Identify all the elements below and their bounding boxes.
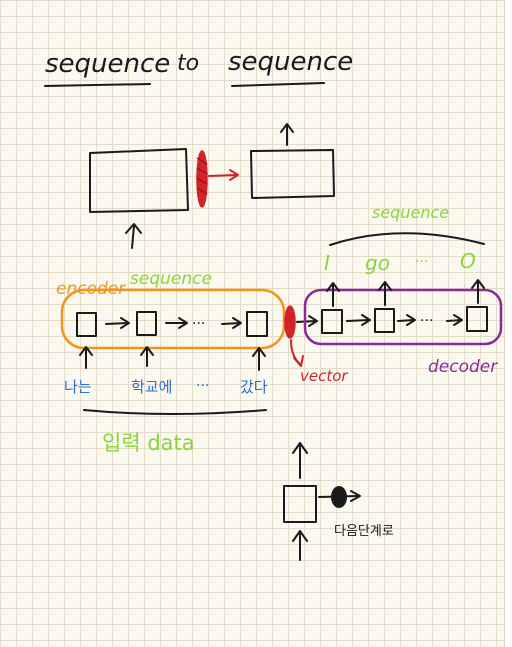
input-arrow-2-head [140,346,154,356]
input-brace [83,409,267,415]
decoder-link-3 [446,319,462,322]
decoder-link-3-head [453,314,463,326]
encoder-cell-2 [136,311,157,336]
encoder-ellipsis: ··· [192,316,205,332]
output-sequence-label: sequence [372,203,449,222]
encoder-input-arrowhead [125,223,142,234]
encoder-block [89,148,189,213]
decoder-block [250,149,335,199]
rnn-cell [283,485,317,523]
title-underline-right [231,82,325,87]
decoder-out-arrow-1-head [326,282,340,292]
next-step-label: 다음단계로 [334,524,394,539]
decoder-link-1 [346,319,370,322]
decoder-link-2 [397,319,415,322]
title-word-sequence-left: sequence [45,49,170,79]
context-vector [284,305,296,339]
encoder-link-2-head [178,317,188,329]
vector-to-decoder-arrowhead [229,169,239,181]
hidden-state-arrowhead [350,490,361,502]
encoder-link-1-head [120,317,130,329]
decoder-token-ellipsis: ··· [415,254,428,270]
encoder-cell-1 [76,312,97,337]
encoder-cell-last [246,311,268,337]
input-data-label: 입력 data [102,431,195,455]
decoder-outline [303,288,503,346]
encoder-link-3-head [232,317,242,329]
input-arrow-1-head [79,346,93,356]
input-word-ellipsis: ··· [196,378,209,394]
decoder-out-arrow-3-head [471,279,485,289]
input-arrow-3-head [252,347,266,357]
input-word-2: 학교에 [131,378,172,396]
title-word-sequence-right: sequence [228,47,353,77]
decoder-link-1-head [361,314,371,326]
input-word-1: 나는 [64,378,92,396]
decoder-label: decoder [428,357,498,377]
encoder-sequence-label: sequence [130,269,212,289]
vector-to-decoder-link-head [308,315,318,327]
vector-to-decoder-link [296,320,317,323]
decoder-link-2-head [406,314,416,326]
decoder-ellipsis: ··· [420,313,433,329]
context-vector-hatch [196,157,208,195]
decoder-token-1: I [324,251,330,275]
hidden-state-scribble [331,486,347,508]
output-sequence-brace [329,232,485,246]
decoder-cell-last [466,306,488,332]
encoder-input-arrow [131,225,135,249]
cell-output-arrowhead [292,442,308,454]
input-word-last: 갔다 [240,378,268,396]
encoder-outline [60,288,286,350]
title-underline-left [44,83,151,87]
vector-to-decoder-arrow [208,174,237,177]
vector-label: vector [300,367,348,385]
decoder-output-arrowhead [280,123,294,133]
decoder-cell-1 [321,309,343,334]
title-word-to: to [177,51,199,76]
cell-input-arrowhead [292,530,308,542]
encoder-link-3 [221,322,241,325]
decoder-token-last: O [460,249,476,273]
decoder-token-2: go [365,251,390,275]
vector-pointer-head [293,355,304,367]
decoder-cell-2 [374,308,395,333]
decoder-out-arrow-2-head [378,281,392,291]
encoder-link-1 [105,322,129,325]
page-edge [504,0,512,647]
